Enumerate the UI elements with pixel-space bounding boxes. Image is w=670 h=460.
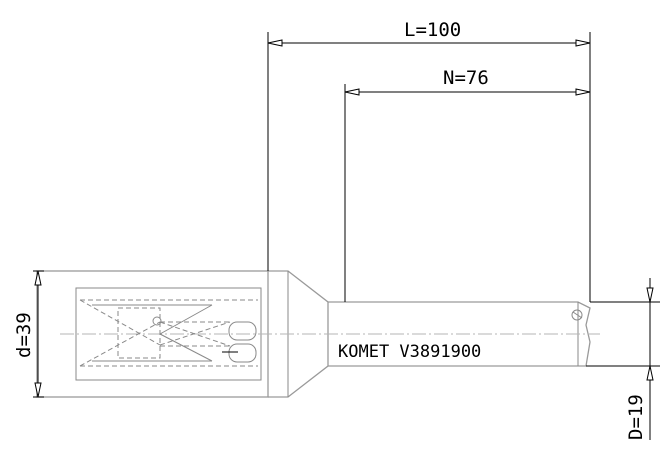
dimension-overall-length: L=100: [267, 19, 591, 302]
clamp-slot-top: [228, 321, 257, 341]
arrowhead-D-top: [646, 287, 654, 303]
tool-marking: KOMET V3891900: [338, 342, 481, 362]
arrowhead-D-bottom: [646, 365, 654, 381]
arrowhead-L-left: [267, 39, 283, 47]
hidden-thread-3: [159, 304, 213, 335]
label-overall-length: L=100: [404, 19, 461, 41]
label-drill-diameter: D=19: [625, 394, 647, 440]
dimension-head-length: N=76: [344, 67, 591, 302]
arrowhead-d-top: [34, 270, 42, 286]
dimension-drill-diameter: D=19: [586, 278, 660, 440]
arrowhead-N-left: [344, 88, 360, 96]
hidden-cross-1: [79, 299, 161, 346]
arrowhead-d-bottom: [34, 382, 42, 398]
hidden-cross-2: [79, 321, 161, 367]
dimension-shank-diameter: d=39: [13, 270, 44, 398]
label-shank-diameter: d=39: [13, 312, 35, 358]
hidden-cross-4: [159, 321, 231, 346]
coolant-chamber: [117, 307, 161, 359]
hidden-hole: [152, 316, 162, 326]
insert-screw-slot: [572, 311, 583, 319]
hidden-thread-4: [159, 333, 213, 362]
tool-body: [36, 270, 600, 398]
arrowhead-N-right: [575, 88, 591, 96]
clamp-slot-bottom: [228, 343, 257, 363]
insert-screw: [571, 309, 583, 321]
label-head-length: N=76: [443, 67, 489, 89]
internal-features: [79, 299, 258, 367]
arrowhead-L-right: [575, 39, 591, 47]
